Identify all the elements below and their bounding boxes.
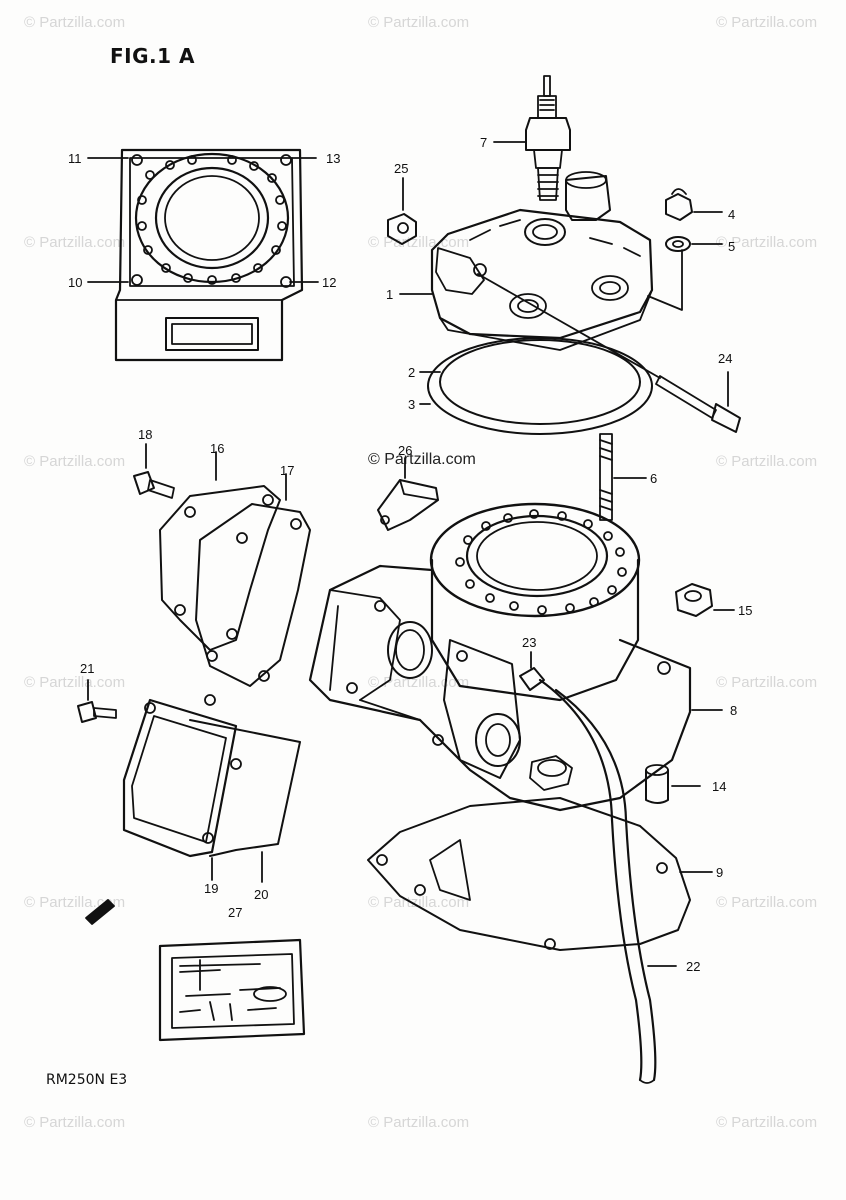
callout-6: 6 [650,471,658,486]
nut-15 [675,583,713,617]
watermark: © Partzilla.com [368,14,470,31]
callout-25: 25 [394,161,409,176]
watermark: © Partzilla.com [24,1114,126,1131]
bolt-21 [77,701,117,723]
model-code: RM250N E3 [46,1072,128,1088]
watermark: © Partzilla.com [368,1114,470,1131]
bracket-26 [377,479,439,531]
head-gasket-3 [427,337,653,435]
stud-6 [599,433,613,521]
callout-27: 27 [228,905,243,920]
watermark: © Partzilla.com [716,14,818,31]
gasket-20 [189,719,301,857]
watermark: © Partzilla.com [24,453,126,470]
fwd-arrow-icon [85,899,115,925]
callout-7: 7 [480,135,488,150]
callout-1: 1 [386,287,394,302]
callout-21: 21 [80,661,95,676]
callout-4: 4 [728,207,736,222]
callout-26: 26 [398,443,413,458]
callout-19: 19 [204,881,219,896]
callout-15: 15 [738,603,753,618]
watermark-overlay: © Partzilla.com [368,451,476,468]
callout-10: 10 [68,275,83,290]
gasket-16 [159,485,281,651]
info-label-27 [158,938,306,1042]
watermark: © Partzilla.com [716,1114,818,1131]
watermark: © Partzilla.com [716,674,818,691]
watermark: © Partzilla.com [716,894,818,911]
callout-2: 2 [408,365,416,380]
callout-13: 13 [326,151,341,166]
watermark: © Partzilla.com [368,674,470,691]
figure-title: FIG.1 A [110,44,195,68]
callout-12: 12 [322,275,337,290]
watermark: © Partzilla.com [24,234,126,251]
watermark: © Partzilla.com [24,674,126,691]
inset-cylinder-top-view [114,148,304,362]
cylinder [308,502,692,812]
cylinder-head [430,171,654,351]
callout-11: 11 [68,151,82,166]
spark-plug [525,75,571,201]
callout-8: 8 [730,703,738,718]
watermark: © Partzilla.com [716,453,818,470]
cap-nut-4 [665,188,693,221]
callout-9: 9 [716,865,724,880]
callout-20: 20 [254,887,269,902]
washer-5 [665,236,691,252]
bolt-24 [655,375,741,433]
callout-24: 24 [718,351,733,366]
callout-18: 18 [138,427,153,442]
head-gasket-2 [439,339,641,425]
watermark: © Partzilla.com [368,894,470,911]
callout-14: 14 [712,779,727,794]
callout-22: 22 [686,959,701,974]
callout-5: 5 [728,239,736,254]
callout-16: 16 [210,441,225,456]
watermark: © Partzilla.com [24,14,126,31]
callout-3: 3 [408,397,416,412]
callout-23: 23 [522,635,537,650]
watermark: © Partzilla.com [716,234,818,251]
collar-14 [645,764,669,804]
base-gasket-9 [367,797,691,951]
hose-22 [538,678,643,1082]
clamp-23 [519,667,545,691]
gasket-17 [195,503,311,687]
bolt-18 [133,471,175,499]
nut-25 [387,213,417,245]
callout-17: 17 [280,463,295,478]
cover-19 [122,698,238,858]
